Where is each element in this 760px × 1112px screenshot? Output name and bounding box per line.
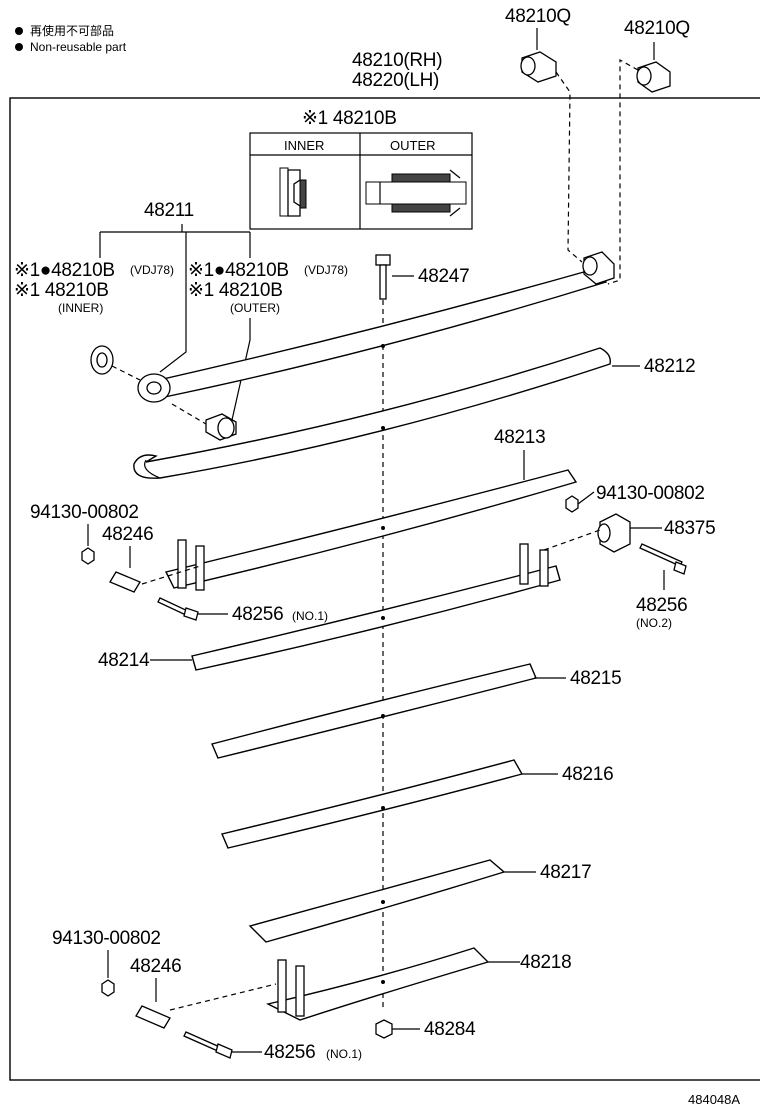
bolt-48256-no2 (639, 543, 687, 575)
label-48246-bottom: 48246 (130, 956, 181, 977)
label-48216: 48216 (562, 764, 613, 785)
clip-spacer-48246-top (109, 571, 141, 593)
note-48256-no1-top: (NO.1) (292, 609, 328, 623)
label-48212: 48212 (644, 356, 695, 377)
leaf-48214 (191, 543, 561, 671)
inset-col-inner: INNER (284, 138, 324, 153)
tag-inner: (INNER) (58, 301, 103, 315)
label-48256-no2: 48256 (636, 595, 687, 616)
note-vdj78-inner: (VDJ78) (130, 263, 174, 277)
tag-outer: (OUTER) (230, 301, 280, 315)
note-48256-no2: (NO.2) (636, 616, 672, 630)
nut-94130-left (81, 547, 95, 565)
bushing-48210q-right (636, 42, 671, 93)
label-48247: 48247 (418, 266, 469, 287)
leaf-48213 (164, 469, 578, 591)
legend-line-en: Non-reusable part (30, 40, 127, 54)
label-48210q-right: 48210Q (624, 18, 690, 39)
label-48217: 48217 (540, 862, 591, 883)
label-48256-no1-bottom: 48256 (264, 1042, 315, 1063)
center-bolt-48247 (375, 254, 391, 300)
diagram-frame (9, 97, 760, 1081)
note-vdj78-outer: (VDJ78) (304, 263, 348, 277)
note-48256-no1-bottom: (NO.1) (326, 1047, 362, 1061)
label-48214: 48214 (98, 650, 150, 671)
label-94130-left: 94130-00802 (30, 502, 139, 523)
center-nut-48284 (375, 1019, 393, 1039)
label-48211: 48211 (144, 200, 194, 221)
label-48210b-outer-vdj78: ※1●48210B (188, 260, 289, 281)
bushing-detail-inset: ※1 48210B INNER OUTER (249, 108, 473, 230)
label-48215: 48215 (570, 668, 621, 689)
label-48210b-outer: ※1 48210B (188, 280, 283, 301)
leaf-48216 (221, 759, 524, 849)
inner-bushing-part (90, 345, 114, 375)
leaf-48212 (133, 347, 611, 479)
filled-circle-icon (15, 43, 23, 51)
bolt-48256-no1-bottom (183, 1031, 233, 1059)
label-48246-top: 48246 (102, 524, 153, 545)
leaf-48218 (265, 947, 490, 1021)
label-48213: 48213 (494, 427, 545, 448)
bushing-48210q-left (520, 28, 557, 83)
label-48210-rh: 48210(RH) (352, 50, 442, 71)
nut-94130-bottom (101, 979, 115, 997)
label-48210q-left: 48210Q (505, 6, 571, 27)
label-48256-no1-top: 48256 (232, 604, 283, 625)
label-48210b-inner-vdj78: ※1●48210B (14, 260, 115, 281)
label-48375: 48375 (664, 518, 715, 539)
leaf-48217 (248, 859, 506, 943)
clip-spacer-48246-bottom (135, 1005, 171, 1029)
label-48218: 48218 (520, 952, 571, 973)
filled-circle-icon (15, 27, 23, 35)
legend: 再使用不可部品 Non-reusable part (15, 23, 127, 54)
label-94130-bottom: 94130-00802 (52, 928, 161, 949)
label-48220-lh: 48220(LH) (352, 70, 439, 91)
legend-line-jp: 再使用不可部品 (30, 23, 114, 38)
label-48284: 48284 (424, 1019, 476, 1040)
inset-title: ※1 48210B (302, 108, 397, 129)
label-94130-right: 94130-00802 (596, 483, 705, 504)
inner-bushing-section (279, 167, 307, 217)
outer-bushing-section (365, 169, 467, 217)
label-48210b-inner: ※1 48210B (14, 280, 109, 301)
bolt-48256-no1-top (157, 597, 199, 621)
inset-col-outer: OUTER (390, 138, 436, 153)
figure-id: 484048A (688, 1092, 740, 1107)
leaf-48215 (211, 663, 537, 759)
outer-bushing-part (205, 413, 237, 441)
main-leaf-48210 (137, 251, 615, 403)
rebound-clip-48375 (597, 513, 631, 553)
nut-94130-right (565, 495, 579, 513)
